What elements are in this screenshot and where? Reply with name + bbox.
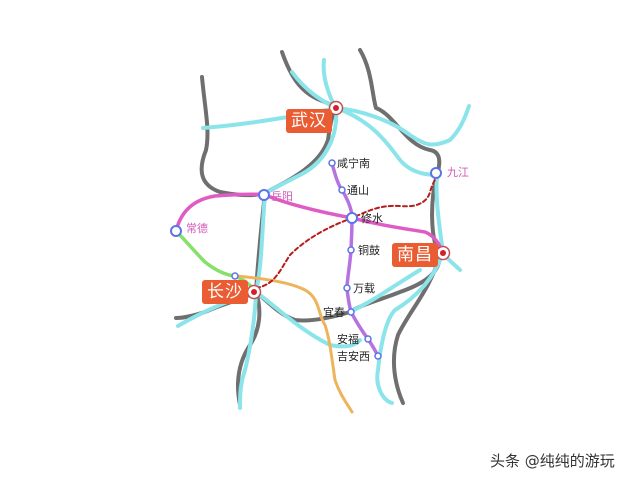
station-label-anfu[interactable]: 安福 [337,333,359,346]
station-yueyang-marker[interactable] [258,189,270,201]
hub-station-changsha[interactable] [246,284,262,300]
station-label-changde[interactable]: 常德 [186,222,208,235]
station-label-jianxi[interactable]: 吉安西 [337,350,370,363]
station-label-xiushui[interactable]: 修水 [361,212,383,225]
station-xianningnan-marker[interactable] [328,159,336,167]
station-tonggu-marker[interactable] [347,246,355,254]
hub-station-nanchang[interactable] [435,245,451,261]
station-yichun-marker[interactable] [347,308,355,316]
high-speed-rail-lines [176,58,471,410]
station-jianxi-marker[interactable] [374,352,382,360]
hub-label-nanchang[interactable]: 南昌 [392,243,438,267]
station-jiujiang-marker[interactable] [430,167,442,179]
station-label-xianningnan[interactable]: 咸宁南 [337,157,370,170]
station-label-jiujiang[interactable]: 九江 [447,166,469,179]
station-label-tonggu[interactable]: 铜鼓 [358,244,380,257]
minor-station-markers [231,159,382,360]
junction-marker [231,272,239,280]
orange-rail-line [233,274,354,414]
watermark: 头条 @纯纯的游玩 [490,452,615,470]
hub-station-wuhan[interactable] [328,100,344,116]
hub-label-changsha[interactable]: 长沙 [202,280,248,304]
station-changde-marker[interactable] [170,225,182,237]
station-label-wanzai[interactable]: 万载 [353,282,375,295]
station-label-tongshan[interactable]: 通山 [347,184,369,197]
pink-rail-line [174,192,445,255]
station-label-yichun[interactable]: 宜春 [323,306,345,319]
station-tongshan-marker[interactable] [338,186,346,194]
hub-label-wuhan[interactable]: 武汉 [286,109,332,133]
station-label-yueyang[interactable]: 岳阳 [271,190,293,203]
station-xiushui-marker[interactable] [346,212,358,224]
station-wanzai-marker[interactable] [343,284,351,292]
planned-dashed-line [255,174,438,289]
station-anfu-marker[interactable] [364,335,372,343]
